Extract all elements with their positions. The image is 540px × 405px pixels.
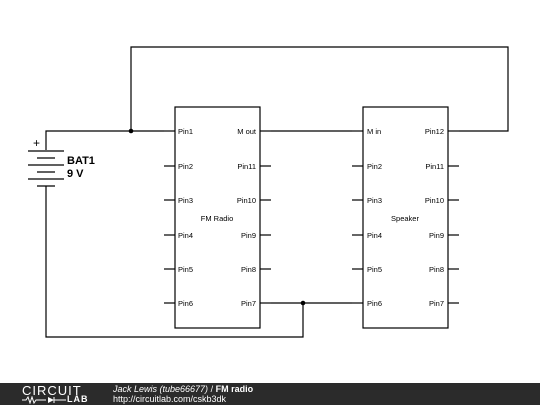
circuitlab-logo[interactable]: CIRCUIT LAB <box>22 383 92 404</box>
battery-name: BAT1 <box>67 155 95 167</box>
fm-radio-pin-label: Pin6 <box>178 299 193 308</box>
wires <box>45 46 509 338</box>
logo-lab-text: LAB <box>67 394 89 404</box>
speaker-label: Speaker <box>391 214 419 223</box>
fm-radio-pin-stubs <box>164 130 271 304</box>
fm-radio-label: FM Radio <box>201 214 234 223</box>
fm-radio-pin-label: Pin9 <box>241 231 256 240</box>
logo-circuit-text: CIRCUIT <box>22 383 82 398</box>
fm-radio-pin-label: Pin11 <box>237 162 256 171</box>
wire-battery-positive <box>45 130 164 150</box>
schematic-canvas: + BAT1 9 V Pin1 Pin2 Pin3 Pin4 Pin5 Pin6… <box>28 46 509 338</box>
footer-bar: CIRCUIT LAB Jack Lewis (tube66677) / FM … <box>0 383 540 405</box>
speaker-pin-label: Pin4 <box>367 231 382 240</box>
wire-top-loop <box>130 46 509 132</box>
speaker-pin-label: Pin7 <box>429 299 444 308</box>
fm-radio-pin-label: Pin1 <box>178 127 193 136</box>
fm-radio-pin-label: Pin2 <box>178 162 193 171</box>
footer-info: Jack Lewis (tube66677) / FM radio http:/… <box>113 384 253 404</box>
fm-radio-pin-label: Pin5 <box>178 265 193 274</box>
fm-radio-pin-label: Pin4 <box>178 231 193 240</box>
wire-battery-negative <box>45 186 304 338</box>
speaker-pin-label: Pin5 <box>367 265 382 274</box>
speaker-pin-label: Pin6 <box>367 299 382 308</box>
speaker-pin-label: Pin9 <box>429 231 444 240</box>
title-separator: / <box>208 384 216 394</box>
author-link[interactable]: Jack Lewis (tube66677) <box>113 384 209 394</box>
fm-radio-pin-label: Pin10 <box>237 196 256 205</box>
fm-radio-pin-label: Pin3 <box>178 196 193 205</box>
speaker-pin-label: M in <box>367 127 381 136</box>
circuit-title: FM radio <box>215 384 254 394</box>
fm-radio-pin-label: Pin8 <box>241 265 256 274</box>
fm-radio-chip: Pin1 Pin2 Pin3 Pin4 Pin5 Pin6 M out Pin1… <box>164 106 271 329</box>
junction-node <box>128 128 134 134</box>
battery-voltage: 9 V <box>67 168 84 180</box>
speaker-pin-label: Pin8 <box>429 265 444 274</box>
speaker-pin-label: Pin10 <box>425 196 444 205</box>
fm-radio-body <box>174 106 261 329</box>
logo-waveform-icon <box>22 396 66 404</box>
junction-node <box>300 300 306 306</box>
speaker-pin-label: Pin11 <box>425 162 444 171</box>
speaker-body <box>362 106 449 329</box>
speaker-pin-stubs <box>352 130 459 304</box>
speaker-pin-label: Pin2 <box>367 162 382 171</box>
fm-radio-pin-label: Pin7 <box>241 299 256 308</box>
battery-symbol <box>28 150 64 187</box>
speaker-pin-label: Pin3 <box>367 196 382 205</box>
speaker-chip: M in Pin2 Pin3 Pin4 Pin5 Pin6 Pin12 Pin1… <box>352 106 459 329</box>
battery-plus-sign: + <box>33 136 40 150</box>
speaker-pin-label: Pin12 <box>425 127 444 136</box>
circuit-url-link[interactable]: http://circuitlab.com/cskb3dk <box>113 394 227 404</box>
fm-radio-pin-label: M out <box>237 127 257 136</box>
